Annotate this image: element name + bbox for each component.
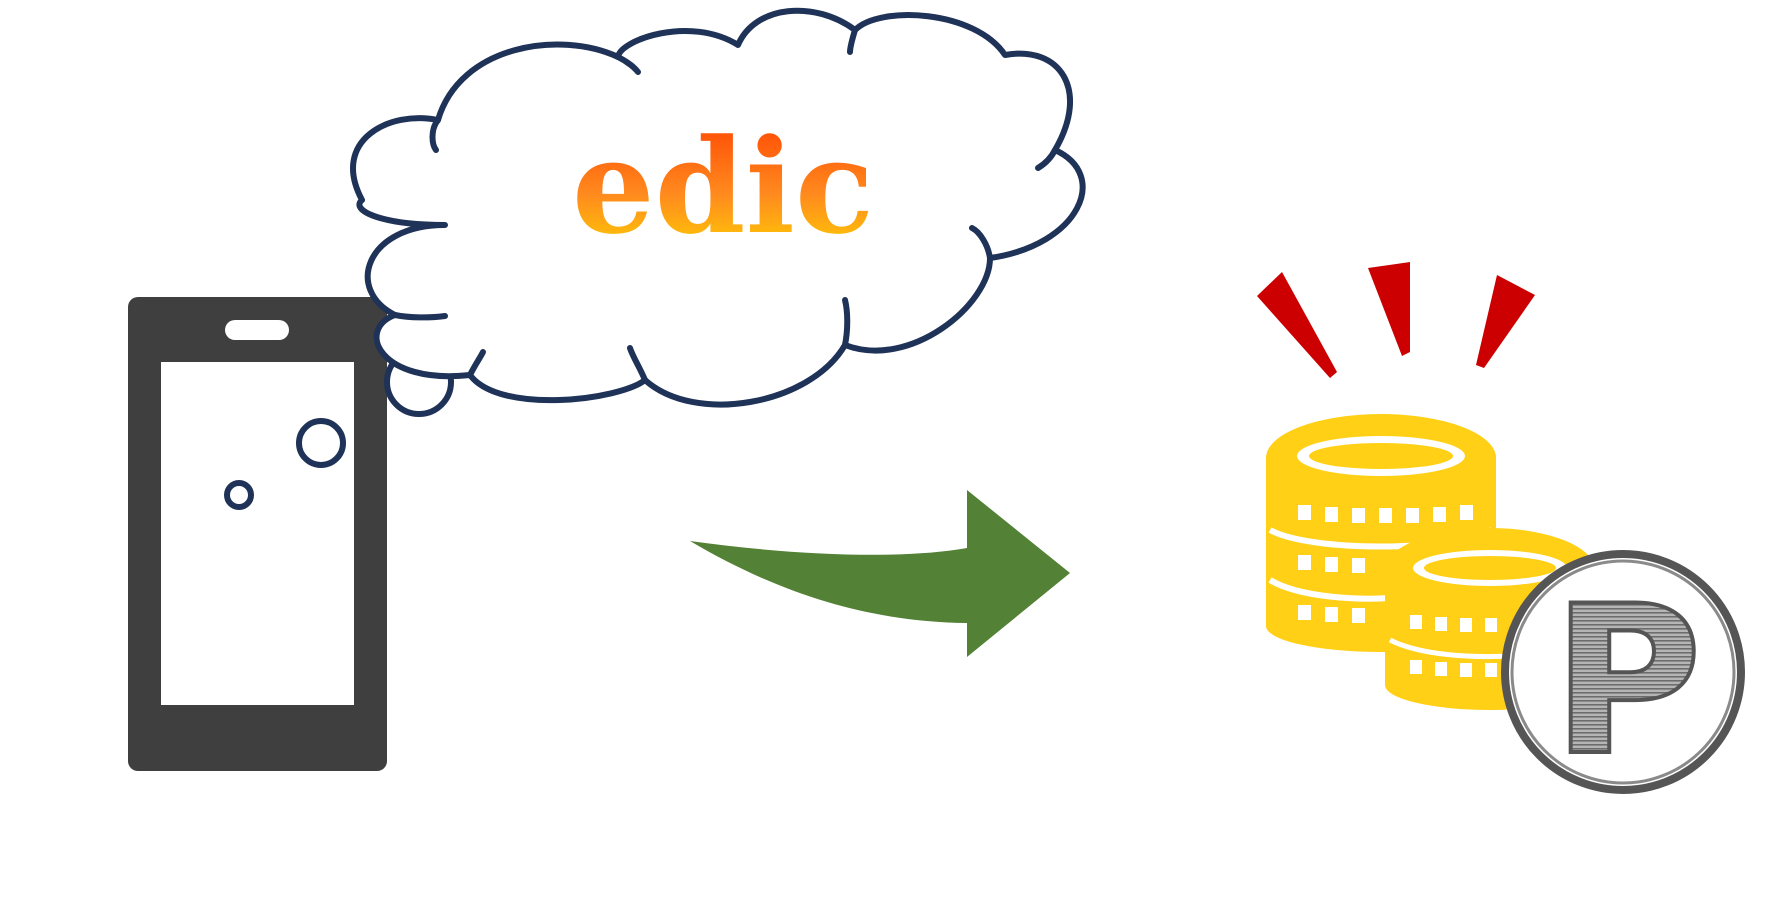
point-badge-letter: P: [1552, 563, 1702, 801]
thought-bubble-medium: [296, 418, 346, 468]
point-badge-icon: P: [1501, 550, 1745, 803]
sparkle-right: [1476, 275, 1535, 368]
cloud-text: edic: [572, 110, 874, 263]
sparkle-icon: [1257, 262, 1535, 378]
sparkle-middle: [1368, 262, 1410, 356]
thought-bubble-small: [224, 480, 254, 510]
smartphone-icon: [128, 297, 387, 771]
thought-cloud-icon: edic: [350, 7, 1086, 408]
right-arrow-icon: [690, 490, 1070, 657]
sparkle-left: [1257, 272, 1337, 378]
